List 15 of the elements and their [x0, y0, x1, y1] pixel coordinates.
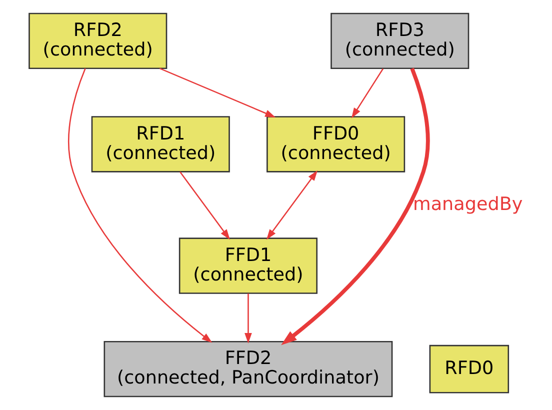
node-box: FFD0 (connected) [266, 116, 406, 172]
node-box: FFD2 (connected, PanCoordinator) [104, 340, 393, 398]
node-box: RFD1 (connected) [91, 116, 230, 172]
arrow [351, 68, 384, 118]
edge-label: managedBy [413, 194, 523, 215]
node-box: RFD3 (connected) [330, 12, 470, 70]
arrow [266, 170, 318, 240]
node-box: FFD1 (connected) [178, 238, 318, 294]
node-box: RFD2 (connected) [28, 12, 168, 70]
arrow [160, 68, 276, 118]
node-box: RFD0 [429, 344, 510, 394]
arrow [281, 68, 430, 346]
arrow [244, 294, 252, 344]
arrow [68, 68, 212, 343]
arrow [180, 172, 230, 240]
